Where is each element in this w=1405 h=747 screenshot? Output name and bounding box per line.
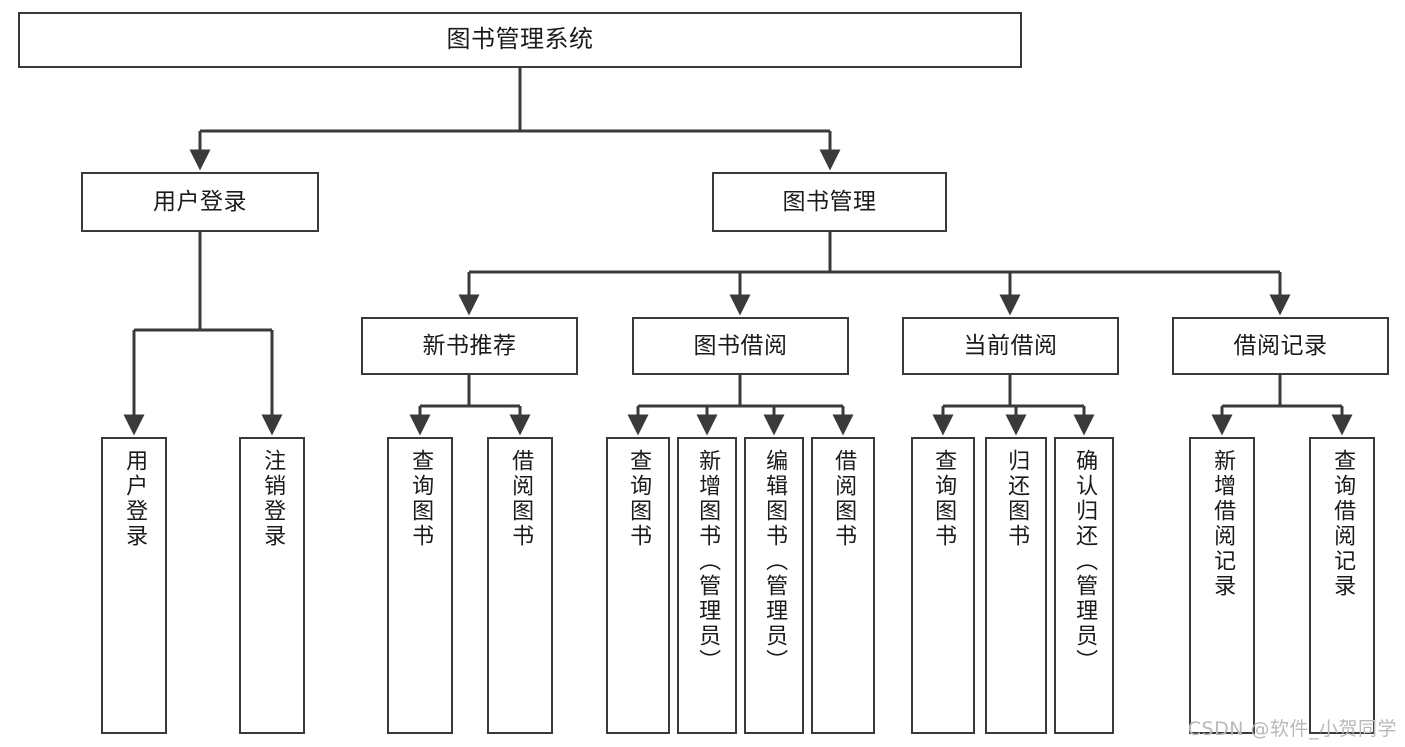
leaf-query-book-borrow-label: 查询图书 xyxy=(626,449,652,549)
leaf-add-book-admin-label: 新增图书（管理员） xyxy=(695,449,721,674)
node-user-login-label: 用户登录 xyxy=(153,188,247,215)
leaf-borrow-book-label: 借阅图书 xyxy=(831,449,857,549)
leaf-query-book-recommend[interactable]: 查询图书 xyxy=(387,437,453,734)
leaf-borrow-book-recommend[interactable]: 借阅图书 xyxy=(487,437,553,734)
node-root-system[interactable]: 图书管理系统 xyxy=(18,12,1022,68)
node-book-borrow[interactable]: 图书借阅 xyxy=(632,317,849,375)
leaf-user-login[interactable]: 用户登录 xyxy=(101,437,167,734)
leaf-edit-book-admin[interactable]: 编辑图书（管理员） xyxy=(744,437,804,734)
leaf-return-book-label: 归还图书 xyxy=(1004,449,1030,549)
node-current-borrow[interactable]: 当前借阅 xyxy=(902,317,1119,375)
node-new-book-recommend-label: 新书推荐 xyxy=(422,332,517,359)
leaf-borrow-book[interactable]: 借阅图书 xyxy=(811,437,875,734)
leaf-add-borrow-record-label: 新增借阅记录 xyxy=(1210,449,1236,599)
node-user-login[interactable]: 用户登录 xyxy=(81,172,319,232)
leaf-query-borrow-record-label: 查询借阅记录 xyxy=(1330,449,1356,599)
leaf-query-borrow-record[interactable]: 查询借阅记录 xyxy=(1309,437,1375,734)
node-book-management-label: 图书管理 xyxy=(782,188,877,215)
leaf-edit-book-admin-label: 编辑图书（管理员） xyxy=(762,449,788,674)
leaf-user-logout[interactable]: 注销登录 xyxy=(239,437,305,734)
leaf-user-login-label: 用户登录 xyxy=(122,449,148,549)
leaf-add-book-admin[interactable]: 新增图书（管理员） xyxy=(677,437,737,734)
node-borrow-record-label: 借阅记录 xyxy=(1233,332,1328,359)
leaf-user-logout-label: 注销登录 xyxy=(260,449,286,549)
watermark-text: CSDN @软件_小贺同学 xyxy=(1187,718,1397,740)
node-book-management[interactable]: 图书管理 xyxy=(712,172,947,232)
leaf-borrow-book-recommend-label: 借阅图书 xyxy=(508,449,534,549)
node-root-label: 图书管理系统 xyxy=(446,25,594,54)
leaf-query-book-current-label: 查询图书 xyxy=(931,449,957,549)
node-book-borrow-label: 图书借阅 xyxy=(693,332,788,359)
node-current-borrow-label: 当前借阅 xyxy=(963,332,1058,359)
leaf-query-book-recommend-label: 查询图书 xyxy=(408,449,434,549)
node-new-book-recommend[interactable]: 新书推荐 xyxy=(361,317,578,375)
leaf-confirm-return-admin-label: 确认归还（管理员） xyxy=(1072,449,1098,674)
leaf-confirm-return-admin[interactable]: 确认归还（管理员） xyxy=(1054,437,1114,734)
leaf-return-book[interactable]: 归还图书 xyxy=(985,437,1047,734)
leaf-add-borrow-record[interactable]: 新增借阅记录 xyxy=(1189,437,1255,734)
leaf-query-book-current[interactable]: 查询图书 xyxy=(911,437,975,734)
leaf-query-book-borrow[interactable]: 查询图书 xyxy=(606,437,670,734)
node-borrow-record[interactable]: 借阅记录 xyxy=(1172,317,1389,375)
